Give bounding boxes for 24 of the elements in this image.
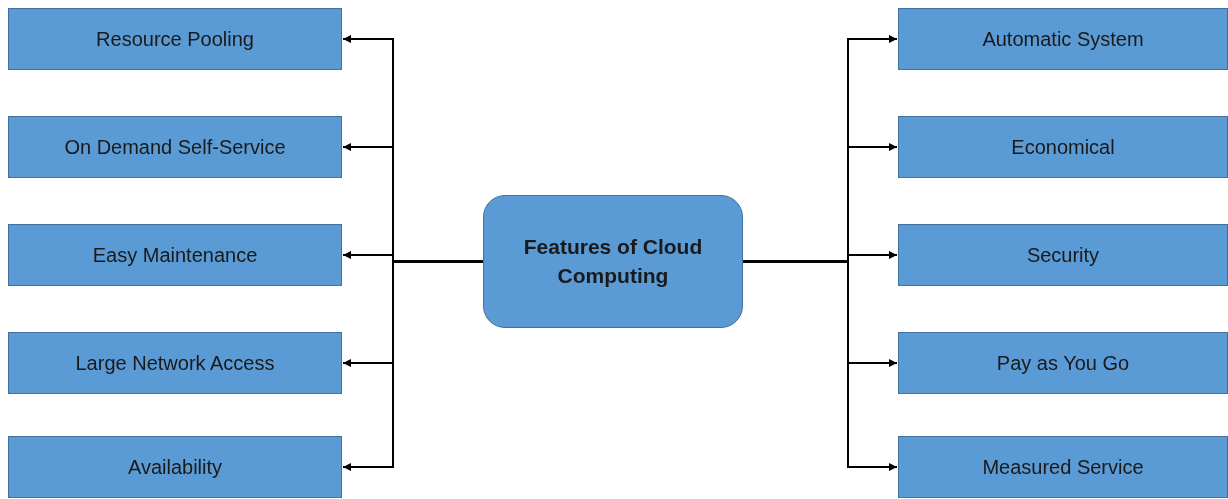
topic-box bbox=[483, 195, 743, 328]
title-text: Features of Cloud Computing bbox=[522, 234, 704, 289]
feature-box bbox=[898, 8, 1228, 70]
feature-box bbox=[898, 116, 1228, 178]
feature-label: Large Network Access bbox=[75, 351, 275, 376]
feature-box bbox=[8, 224, 342, 286]
feature-label: On Demand Self-Service bbox=[64, 135, 286, 160]
feature-label: Security bbox=[1026, 243, 1100, 268]
arrow bbox=[342, 260, 484, 471]
feature-label: Easy Maintenance bbox=[92, 243, 258, 268]
feature-label: Economical bbox=[1011, 135, 1115, 160]
feature-box bbox=[8, 8, 342, 70]
feature-label: Pay as You Go bbox=[996, 351, 1130, 376]
feature-box bbox=[898, 436, 1228, 498]
feature-label: Availability bbox=[127, 455, 223, 480]
feature-box bbox=[898, 332, 1228, 394]
feature-box bbox=[8, 116, 342, 178]
feature-label: Measured Service bbox=[982, 455, 1144, 480]
feature-box bbox=[898, 224, 1228, 286]
feature-box bbox=[8, 436, 342, 498]
arrow bbox=[742, 260, 898, 471]
feature-box bbox=[8, 332, 342, 394]
feature-label: Resource Pooling bbox=[96, 27, 254, 52]
feature-label: Automatic System bbox=[982, 27, 1144, 52]
